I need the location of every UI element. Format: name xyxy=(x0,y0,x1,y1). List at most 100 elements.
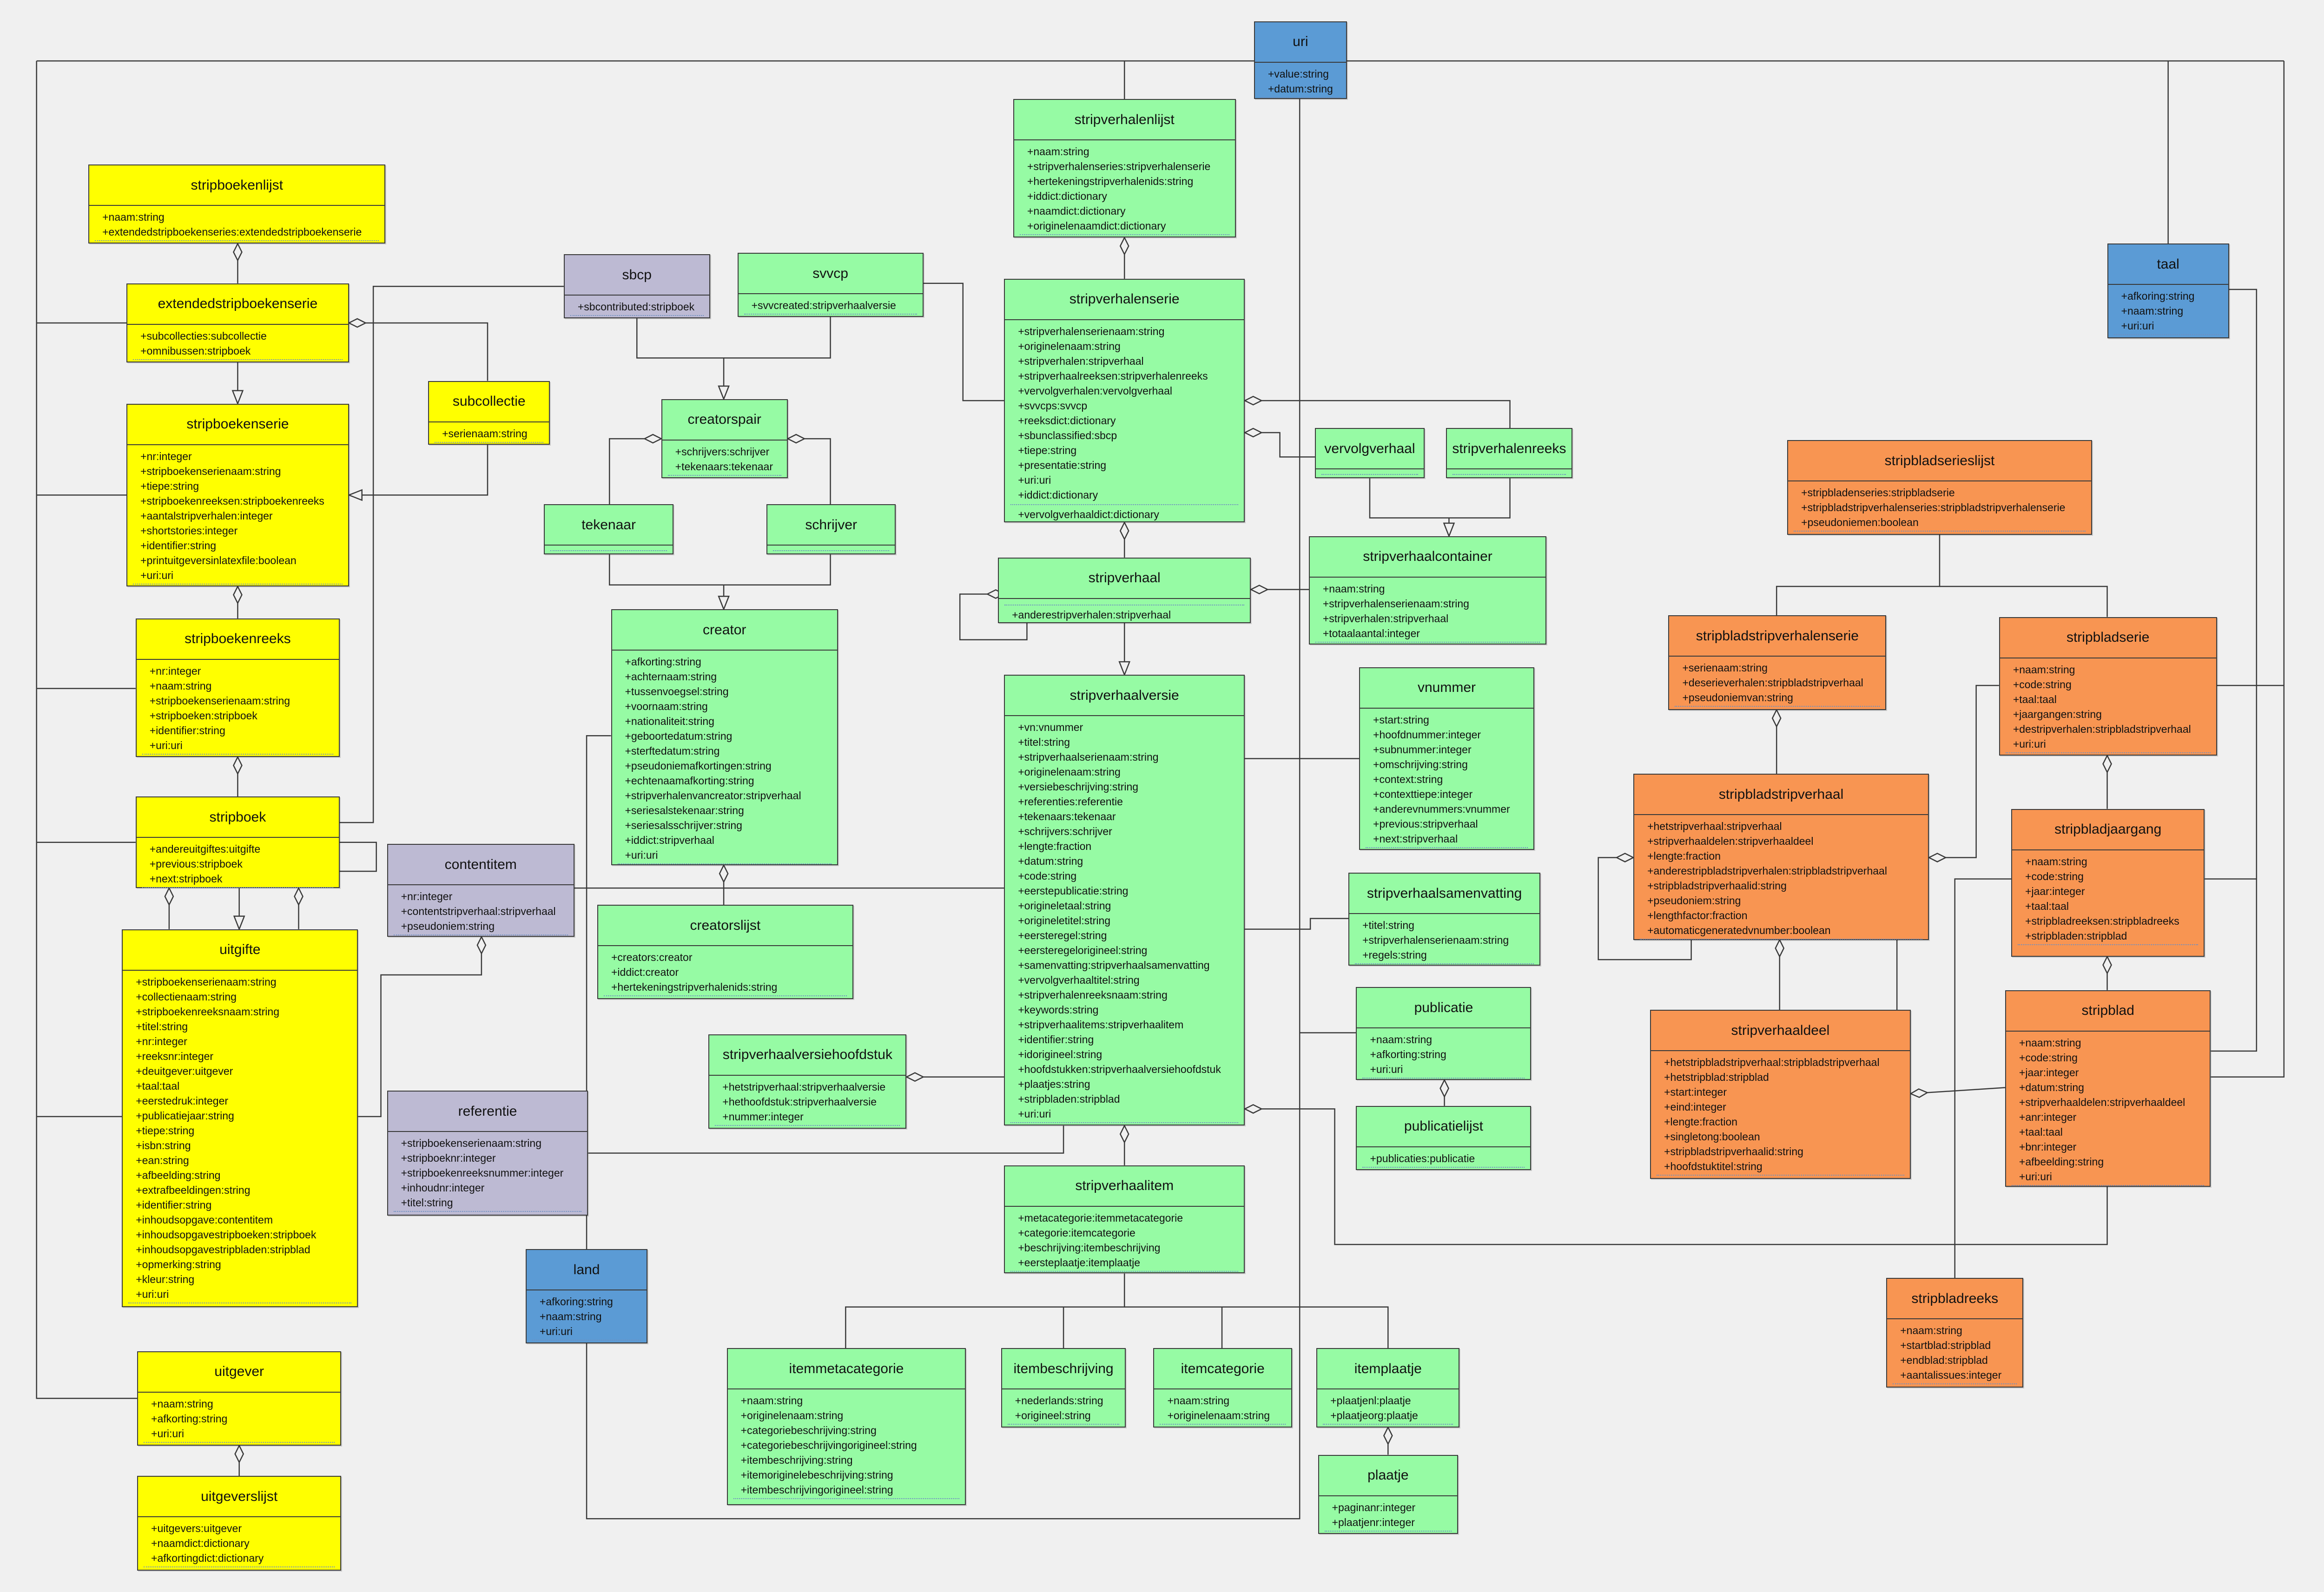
class-itembeschrijving[interactable]: itembeschrijving+nederlands:string+origi… xyxy=(1001,1348,1126,1428)
class-stripverhaalversie[interactable]: stripverhaalversie+vn:vnummer+titel:stri… xyxy=(1004,675,1245,1126)
aggregation-diamond-icon xyxy=(1243,428,1263,438)
attribute: +inhoudsopgave:contentitem xyxy=(136,1213,273,1226)
class-name: publicatie xyxy=(1357,988,1531,1029)
attribute: +pseudoniemafkortingen:string xyxy=(625,760,772,772)
class-publicatie[interactable]: publicatie +naam:string +afkorting:string +… xyxy=(1356,987,1532,1080)
attribute: +endblad:stripblad xyxy=(1900,1354,1988,1367)
attribute: +afkortingdict:dictionary xyxy=(151,1552,264,1565)
aggregation-diamond-icon xyxy=(1243,395,1263,406)
attribute: +sbunclassified:sbcp xyxy=(1018,429,1117,441)
attribute: +achternaam:string xyxy=(625,671,717,683)
class-extendedstripboekenserie[interactable]: extendedstripboekenserie+subcollecties:s… xyxy=(126,283,349,363)
class-name: itemcategorie xyxy=(1154,1349,1291,1390)
class-svvcp[interactable]: svvcp+svvcreated:stripverhaalversie xyxy=(737,253,924,317)
attribute: +itemoriginelebeschrijving:string xyxy=(740,1469,893,1481)
class-name: creatorslijst xyxy=(598,906,852,947)
association-line xyxy=(724,316,831,359)
class-stripboekenlijst[interactable]: stripboekenlijst+naam:string+extendedstr… xyxy=(88,164,386,244)
class-taal[interactable]: taal+afkoring:string+naam:string+uri:uri xyxy=(2107,243,2229,338)
class-creatorslijst[interactable]: creatorslijst+creators:creator+iddict:cr… xyxy=(597,905,853,1000)
attribute: +nr:integer xyxy=(140,450,192,462)
attribute-list: +serienaam:string+deserieverhalen:stripb… xyxy=(1669,657,1885,707)
attribute: +tekenaars:tekenaar xyxy=(1018,810,1116,823)
compartment-divider xyxy=(1355,963,1534,965)
class-stripblad[interactable]: stripblad+naam:string+code:string+jaar:i… xyxy=(2005,990,2211,1187)
class-vervolgverhaal[interactable]: vervolgverhaal xyxy=(1314,428,1425,479)
association-line xyxy=(636,318,725,399)
attribute: +naam:string xyxy=(1370,1033,1433,1046)
class-stripverhaalcontainer[interactable]: stripverhaalcontainer+naam:string+stripv… xyxy=(1308,536,1547,645)
class-vnummer[interactable]: vnummer+start:string+hoofdnummer:integer… xyxy=(1359,667,1534,850)
attribute: +titel:string xyxy=(1018,736,1070,749)
class-stripverhaal[interactable]: stripverhaal+anderestripverhalen:stripve… xyxy=(998,557,1251,623)
class-plaatje[interactable]: plaatje+paginanr:integer+plaatjenr:integ… xyxy=(1318,1454,1459,1534)
class-publicatielijst[interactable]: publicatielijst+publicaties:publicatie xyxy=(1356,1105,1532,1170)
class-contentitem[interactable]: contentitem+nr:integer+contentstripverha… xyxy=(387,844,574,937)
compartment-divider xyxy=(715,1125,900,1126)
class-stripbladreeks[interactable]: stripbladreeks+naam:string+startblad:str… xyxy=(1886,1278,2024,1388)
class-land[interactable]: land+afkoring:string+naam:string+uri:uri xyxy=(525,1249,648,1344)
class-stripboekenserie[interactable]: stripboekenserie+nr:integer+stripboekens… xyxy=(126,403,349,587)
attribute: +naam:string xyxy=(102,211,165,224)
class-itemcategorie[interactable]: itemcategorie+naam:string+originelenaam:… xyxy=(1153,1348,1292,1428)
class-uri[interactable]: uri+value:string+datum:string xyxy=(1254,21,1347,99)
class-uitgifte[interactable]: uitgifte+stripboekenserienaam:string+col… xyxy=(122,929,358,1307)
class-stripboek[interactable]: stripboek+andereuitgiftes:uitgifte+previ… xyxy=(135,796,340,888)
compartment-divider xyxy=(142,887,333,888)
class-sbcp[interactable]: sbcp+sbcontributed:stripboek xyxy=(563,254,710,319)
class-uitgever[interactable]: uitgever+naam:string+afkorting:string+ur… xyxy=(137,1351,342,1446)
attribute: +subnummer:integer xyxy=(1373,743,1472,756)
attribute-list: +hetstripverhaal:stripverhaal+stripverha… xyxy=(1634,815,1928,940)
attribute: +uri:uri xyxy=(625,849,658,862)
class-schrijver[interactable]: schrijver xyxy=(766,504,896,555)
class-name: stripbladserieslijst xyxy=(1788,441,2091,482)
class-name: creatorspair xyxy=(662,400,787,441)
class-tekenaar[interactable]: tekenaar xyxy=(544,504,673,555)
attribute: +hethoofdstuk:stripverhaalversie xyxy=(722,1095,877,1108)
attribute: +opmerking:string xyxy=(136,1258,221,1270)
class-creatorspair[interactable]: creatorspair+schrijvers:schrijver+tekena… xyxy=(661,399,788,479)
attribute: +afkorting:string xyxy=(1370,1048,1446,1061)
compartment-divider xyxy=(1321,474,1418,475)
compartment-divider xyxy=(1362,1166,1525,1168)
attribute: +next:stripboek xyxy=(149,873,223,885)
class-itemmetacategorie[interactable]: itemmetacategorie+naam:string+originelen… xyxy=(726,1348,966,1505)
class-itemplaatje[interactable]: itemplaatje+plaatjenl:plaatje+plaatjeorg… xyxy=(1316,1348,1460,1428)
class-stripverhaalversiehoofdstuk[interactable]: stripverhaalversiehoofdstuk+hetstripverh… xyxy=(708,1034,907,1129)
class-stripverhaaldeel[interactable]: stripverhaaldeel+hetstripbladstripverhaa… xyxy=(1650,1010,1911,1179)
attribute: +collectienaam:string xyxy=(136,990,237,1003)
attribute: +echtenaamafkorting:string xyxy=(625,775,754,787)
attribute: +stripboekenserienaam:string xyxy=(149,694,290,707)
class-stripverhalenserie[interactable]: stripverhalenserie+stripverhalenserienaa… xyxy=(1004,278,1245,523)
class-stripboekenreeks[interactable]: stripboekenreeks+nr:integer+naam:string+… xyxy=(135,618,340,757)
attribute-list: +stripverhalenserienaam:string+originele… xyxy=(1005,320,1244,522)
aggregation-diamond-icon xyxy=(1383,1426,1393,1446)
attribute: +stripboekenreeksen:stripboekenreeks xyxy=(140,494,324,507)
class-stripbladserieslijst[interactable]: stripbladserieslijst+stripbladenseries:s… xyxy=(1787,440,2092,535)
attribute-list: +naam:string+stripverhalenseries:stripve… xyxy=(1014,140,1235,236)
attribute: +nr:integer xyxy=(149,664,201,677)
class-stripverhalenreeks[interactable]: stripverhalenreeks xyxy=(1446,428,1572,479)
class-stripverhaalitem[interactable]: stripverhaalitem+metacategorie:itemmetac… xyxy=(1004,1165,1245,1274)
attribute: +stripverhalen:stripverhaal xyxy=(1018,355,1144,367)
class-stripbladserie[interactable]: stripbladserie+naam:string+code:string+t… xyxy=(1999,617,2217,756)
class-subcollectie[interactable]: subcollectie+serienaam:string xyxy=(428,381,550,445)
class-stripbladstripverhalenserie[interactable]: stripbladstripverhalenserie+serienaam:st… xyxy=(1668,615,1887,710)
attribute: +stripverhalenvancreator:stripverhaal xyxy=(625,789,801,802)
compartment-divider xyxy=(435,441,544,443)
class-referentie[interactable]: referentie+stripboekenserienaam:string+s… xyxy=(387,1091,588,1216)
inheritance-arrow-icon xyxy=(231,390,244,406)
attribute: +uri:uri xyxy=(1370,1063,1403,1076)
class-uitgeverslijst[interactable]: uitgeverslijst+uitgevers:uitgever+naamdi… xyxy=(137,1476,342,1571)
class-stripverhalenlijst[interactable]: stripverhalenlijst+naam:string+stripverh… xyxy=(1013,99,1236,238)
aggregation-diamond-icon xyxy=(719,864,729,883)
attribute: +stripbladreeksen:stripbladreeks xyxy=(2025,914,2179,927)
class-creator[interactable]: creator+afkorting:string+achternaam:stri… xyxy=(611,609,838,865)
class-stripbladjaargang[interactable]: stripbladjaargang+naam:string+code:strin… xyxy=(2011,809,2205,957)
attribute: +lengte:fraction xyxy=(1664,1116,1738,1128)
attribute-list: +serienaam:string xyxy=(429,422,549,443)
attribute: +naam:string xyxy=(1027,145,1089,158)
attribute: +eersteregel:string xyxy=(1018,929,1107,942)
class-stripbladstripverhaal[interactable]: stripbladstripverhaal+hetstripverhaal:st… xyxy=(1633,774,1929,940)
class-stripverhaalsamenvatting[interactable]: stripverhaalsamenvatting+titel:string+st… xyxy=(1348,873,1541,966)
